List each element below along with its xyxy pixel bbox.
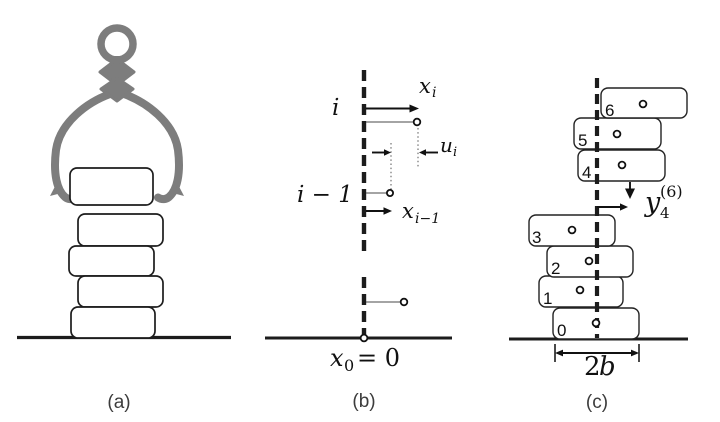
mass-center-im1 — [385, 188, 394, 197]
mass-center-i — [412, 117, 422, 127]
panel-b: i x i u i i − 1 x i−1 x 0 = 0 (b) — [265, 70, 457, 412]
y46-offset-arrow-head — [620, 203, 628, 211]
mass-center-block-3 — [567, 225, 577, 235]
stack-a-block — [68, 245, 155, 277]
label-x0-base: x — [330, 344, 344, 372]
mass-center-block-4 — [617, 160, 627, 170]
label-2b-num: 2 — [584, 352, 601, 382]
claw-right-tip — [172, 184, 184, 196]
y46-down-arrow-head — [625, 188, 635, 199]
mass-center-block-6 — [638, 99, 648, 109]
label-2b-unit: b — [599, 352, 616, 382]
caption-a: (a) — [107, 392, 130, 413]
label-xi-sub: i — [432, 85, 436, 101]
ui-arrow-right-head — [384, 149, 391, 156]
block-label-4: 4 — [582, 163, 591, 182]
claw-ring — [97, 24, 137, 64]
block-label-0: 0 — [557, 321, 566, 340]
block-label-2: 2 — [551, 259, 560, 278]
stack-a-block — [70, 306, 156, 339]
label-y46-sub: 4 — [660, 204, 670, 222]
caption-b: (b) — [352, 391, 375, 412]
label-xi-base: x — [419, 74, 431, 98]
label-y46-sup: (6) — [660, 182, 683, 201]
width-arrow-left-head — [555, 349, 563, 357]
label-x0-sub: 0 — [344, 356, 354, 375]
mass-center-block-1 — [575, 285, 585, 295]
claw-right-arm — [120, 90, 183, 204]
label-xim1-sub: i−1 — [415, 211, 440, 227]
caption-c: (c) — [586, 392, 608, 413]
panel-a: (a) — [17, 24, 231, 413]
panel-c: 0 1 2 3 4 5 6 y 4 (6) 2 b (c) — [509, 78, 688, 413]
stack-a-block — [77, 275, 164, 308]
label-y46-base: y — [644, 187, 661, 218]
origin-point — [359, 333, 369, 343]
mass-center-block-2 — [584, 256, 594, 266]
stack-a-block — [77, 213, 164, 247]
block-label-5: 5 — [578, 131, 587, 150]
claw-knot-lower — [99, 76, 135, 103]
claw-left-tip — [50, 184, 62, 196]
label-ui-sub: i — [453, 145, 457, 160]
arrow-xim1-head — [383, 207, 392, 215]
ui-arrow-left-head — [419, 149, 426, 156]
held-block — [69, 167, 154, 206]
mass-center-block-0 — [591, 318, 601, 328]
mass-center-base — [399, 297, 409, 307]
label-x0-eq: = 0 — [357, 344, 400, 372]
block-label-3: 3 — [532, 228, 541, 247]
label-i-minus-1: i − 1 — [297, 182, 353, 208]
block-label-1: 1 — [543, 289, 552, 308]
arrow-xi-head — [409, 104, 419, 113]
label-ui-base: u — [440, 133, 453, 157]
label-i: i — [332, 95, 339, 121]
mass-center-block-5 — [612, 129, 622, 139]
label-xim1-base: x — [402, 199, 414, 223]
block-label-6: 6 — [605, 101, 614, 120]
width-arrow-right-head — [631, 349, 639, 357]
